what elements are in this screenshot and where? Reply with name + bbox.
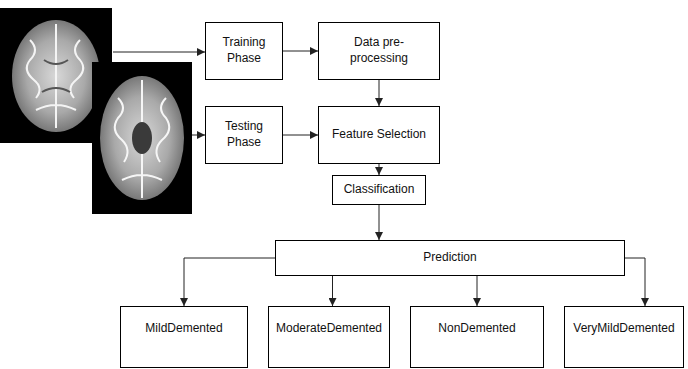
flow-arrow [625, 258, 645, 306]
flow-arrow [379, 164, 380, 175]
box-label: Prediction [423, 250, 476, 266]
flow-arrow [477, 276, 478, 306]
box-label: Classification [344, 182, 415, 198]
input-arrow [113, 52, 205, 53]
class-box: MildDemented [120, 306, 248, 368]
box-label: MildDemented [145, 321, 222, 337]
class-box: NonDemented [410, 306, 544, 368]
box-label: Feature Selection [332, 127, 426, 143]
flow-arrow [283, 51, 318, 52]
flow-arrow [379, 205, 380, 240]
process-box: Classification [332, 175, 426, 205]
process-box: Data pre-processing [318, 22, 440, 80]
input-arrow [192, 135, 205, 136]
box-label: Data pre-processing [325, 35, 433, 66]
class-box: ModerateDemented [268, 306, 390, 368]
flow-arrow [184, 258, 275, 306]
box-label: Testing Phase [212, 119, 276, 150]
flow-arrow [332, 276, 333, 306]
box-label: ModerateDemented [276, 321, 382, 337]
class-box: VeryMildDemented [564, 306, 684, 368]
process-box: Testing Phase [205, 106, 283, 164]
mri-scan [92, 62, 192, 214]
flow-arrow [379, 80, 380, 106]
box-label: NonDemented [438, 321, 515, 337]
flow-arrow [283, 135, 318, 136]
box-label: Training Phase [212, 35, 276, 66]
process-box: Feature Selection [318, 106, 440, 164]
process-box: Training Phase [205, 22, 283, 80]
prediction-box: Prediction [275, 240, 625, 276]
box-label: VeryMildDemented [573, 321, 674, 337]
